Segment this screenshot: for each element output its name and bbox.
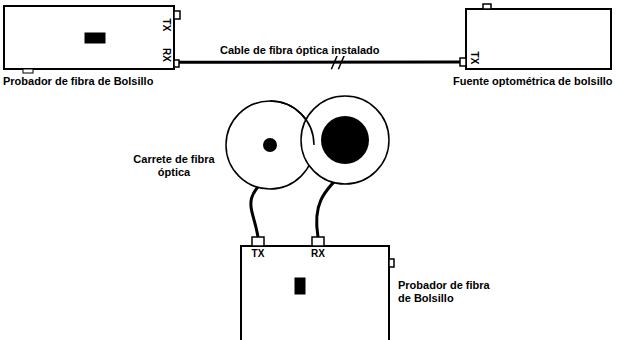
device-box: TXRXProbador de fibra de Bolsillo [3,5,175,70]
device-label: Probador de fibra de Bolsillo [3,75,153,88]
port-label: TX [160,19,172,32]
port-label: RX [160,48,172,62]
device-label: Probador de fibra de Bolsillo [398,279,498,304]
device-box: TXFuente optométrica de bolsillo [465,8,612,70]
source-right-illustration [465,8,612,70]
device-box: TXRXProbador de fibra de Bolsillo [240,245,390,340]
port-label: TX [468,52,480,65]
reel-illustration [225,95,390,190]
fiber-cable [179,60,460,63]
port-label: TX [252,248,265,260]
fiber-reel: Carrete de fibra óptica [225,95,390,190]
device-label: Carrete de fibra óptica [133,153,215,178]
device-label: Fuente optométrica de bolsillo [453,75,613,88]
cable-label: Cable de fibra óptica instalado [218,44,382,56]
port-label: RX [311,248,325,260]
tester-left-illustration [3,5,175,70]
